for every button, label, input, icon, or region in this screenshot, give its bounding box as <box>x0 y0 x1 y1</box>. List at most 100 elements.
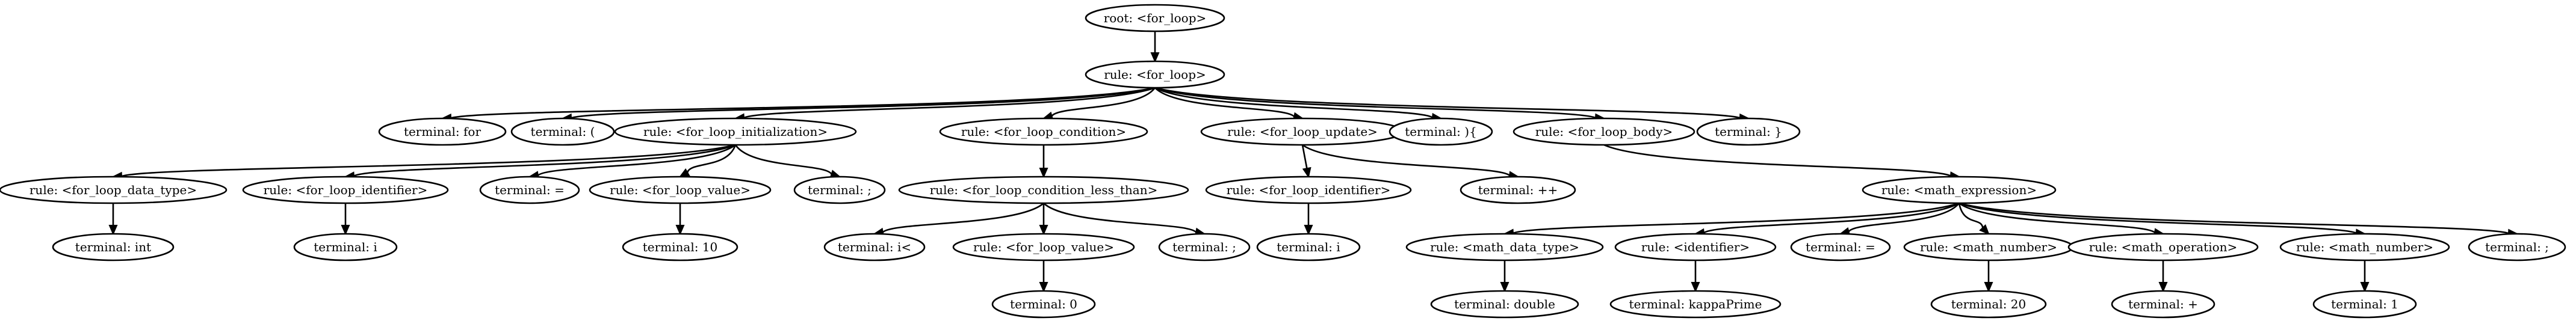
edge-cond-cond_lt <box>1039 145 1048 179</box>
node-label: rule: <for_loop_update> <box>1227 124 1378 139</box>
tree-node-cond_val: rule: <for_loop_value> <box>952 233 1135 261</box>
tree-node-math: rule: <math_expression> <box>1862 176 2057 204</box>
node-label: terminal: for <box>404 124 481 139</box>
tree-nodes: root: <for_loop> rule: <for_loop> terminal… <box>0 4 2566 319</box>
node-label: rule: <for_loop_value> <box>610 183 751 197</box>
node-label: rule: <for_loop_data_type> <box>29 183 197 197</box>
tree-node-init_eq: terminal: = <box>479 176 580 204</box>
arrowhead <box>1691 282 1700 293</box>
edge-cond_lt-cond_semi <box>1043 203 1206 237</box>
node-label: terminal: = <box>1806 240 1875 254</box>
edge-cond_val-t_0 <box>1039 260 1048 293</box>
node-label: rule: <math_data_type> <box>1430 240 1579 254</box>
edge-m_num2-t_1 <box>2360 260 2370 293</box>
node-label: terminal: ){ <box>1405 124 1477 139</box>
edge-update-t_inc <box>1302 144 1520 180</box>
node-label: terminal: ++ <box>1478 183 1558 197</box>
tree-node-t_ilt: terminal: i< <box>823 233 926 261</box>
node-label: terminal: 20 <box>1951 297 2026 311</box>
tree-node-t_i2: terminal: i <box>1256 233 1361 261</box>
arrowhead <box>1039 282 1048 293</box>
node-label: rule: <for_loop_body> <box>1535 124 1673 139</box>
edge-init-init_semi <box>734 144 841 179</box>
tree-node-t_rparen_brace: terminal: ){ <box>1389 117 1493 146</box>
tree-node-t_rbrace: terminal: } <box>1696 117 1801 146</box>
node-label: rule: <for_loop_condition_less_than> <box>930 183 1158 197</box>
edge-cond_lt-t_ilt <box>873 203 1044 237</box>
node-label: rule: <for_loop> <box>1104 67 1206 82</box>
tree-node-body: rule: <for_loop_body> <box>1512 117 1695 146</box>
edge-cond_lt-cond_val <box>1039 203 1048 236</box>
node-label: terminal: 1 <box>2331 297 2398 311</box>
edge-upd_id-t_i2 <box>1304 203 1313 236</box>
node-label: rule: <math_number> <box>1920 240 2057 254</box>
tree-node-init_val: rule: <for_loop_value> <box>589 176 772 204</box>
arrowhead <box>341 225 350 236</box>
edge-init-init_type <box>111 144 736 181</box>
node-label: terminal: } <box>1715 124 1782 139</box>
edge-init_type-t_int <box>108 203 118 236</box>
edge-m_ident-t_kappa <box>1691 260 1700 293</box>
edge-init_val-t_10 <box>675 203 685 236</box>
edge-for_loop-t_rbrace <box>1154 87 1750 123</box>
node-label: rule: <math_expression> <box>1881 183 2037 197</box>
node-label: terminal: double <box>1454 297 1555 311</box>
node-label: rule: <identifier> <box>1641 240 1750 254</box>
tree-node-t_lparen: terminal: ( <box>510 117 615 146</box>
tree-node-t_plus: terminal: + <box>2111 290 2215 319</box>
edge-init_id-t_i1 <box>341 203 350 236</box>
edge-m_num1-t_20 <box>1984 260 1993 293</box>
node-label: rule: <math_number> <box>2296 240 2433 254</box>
node-label: terminal: int <box>75 240 151 254</box>
tree-node-cond_lt: rule: <for_loop_condition_less_than> <box>898 176 1189 204</box>
tree-node-m_eq: terminal: = <box>1790 233 1891 261</box>
node-label: terminal: ; <box>808 183 872 197</box>
arrowhead <box>1302 167 1311 179</box>
arrowhead <box>1500 282 1509 293</box>
tree-node-root: root: <for_loop> <box>1085 4 1225 32</box>
edge-root-for_loop <box>1150 31 1160 63</box>
tree-node-t_double: terminal: double <box>1430 290 1579 319</box>
node-label: terminal: + <box>2128 297 2198 311</box>
tree-node-cond_semi: terminal: ; <box>1158 233 1251 261</box>
node-label: rule: <for_loop_identifier> <box>264 183 428 197</box>
tree-node-t_0: terminal: 0 <box>991 290 1096 319</box>
node-label: terminal: ; <box>1172 240 1236 254</box>
arrowhead <box>108 225 118 236</box>
node-label: terminal: = <box>495 183 565 197</box>
node-label: rule: <math_operation> <box>2089 240 2238 254</box>
arrowhead <box>2158 282 2168 293</box>
edge-math-m_num1 <box>1958 203 1990 235</box>
node-label: terminal: i <box>1277 240 1340 254</box>
node-label: terminal: i< <box>838 240 911 254</box>
arrowhead <box>1039 168 1048 179</box>
arrowhead <box>1984 282 1993 293</box>
tree-node-for_loop: rule: <for_loop> <box>1085 60 1225 89</box>
tree-node-cond: rule: <for_loop_condition> <box>939 117 1148 146</box>
tree-node-t_kappa: terminal: kappaPrime <box>1609 290 1782 319</box>
node-label: rule: <for_loop_value> <box>973 240 1114 254</box>
arrowhead <box>1979 224 1990 235</box>
edge-update-upd_id <box>1301 144 1311 179</box>
node-label: root: <for_loop> <box>1104 11 1207 25</box>
node-label: terminal: kappaPrime <box>1629 297 1762 311</box>
tree-node-m_num1: rule: <math_number> <box>1903 233 2074 261</box>
arrowhead <box>1039 225 1048 236</box>
node-label: rule: <for_loop_identifier> <box>1227 183 1391 197</box>
node-label: rule: <for_loop_condition> <box>961 124 1126 139</box>
node-label: terminal: i <box>314 240 377 254</box>
tree-node-t_inc: terminal: ++ <box>1460 176 1576 204</box>
tree-node-t_i1: terminal: i <box>293 233 398 261</box>
edge-m_op-t_plus <box>2158 260 2168 293</box>
tree-node-init: rule: <for_loop_initialization> <box>614 117 857 146</box>
edge-m_type-t_double <box>1500 260 1509 293</box>
tree-node-upd_id: rule: <for_loop_identifier> <box>1205 176 1412 204</box>
tree-node-m_semi: terminal: ; <box>2468 233 2566 261</box>
tree-node-init_type: rule: <for_loop_data_type> <box>0 176 228 204</box>
tree-node-t_10: terminal: 10 <box>622 233 738 261</box>
node-label: rule: <for_loop_initialization> <box>643 124 828 139</box>
tree-node-m_ident: rule: <identifier> <box>1614 233 1777 261</box>
edge-for_loop-t_lparen <box>561 87 1156 123</box>
arrowhead <box>2360 282 2370 293</box>
